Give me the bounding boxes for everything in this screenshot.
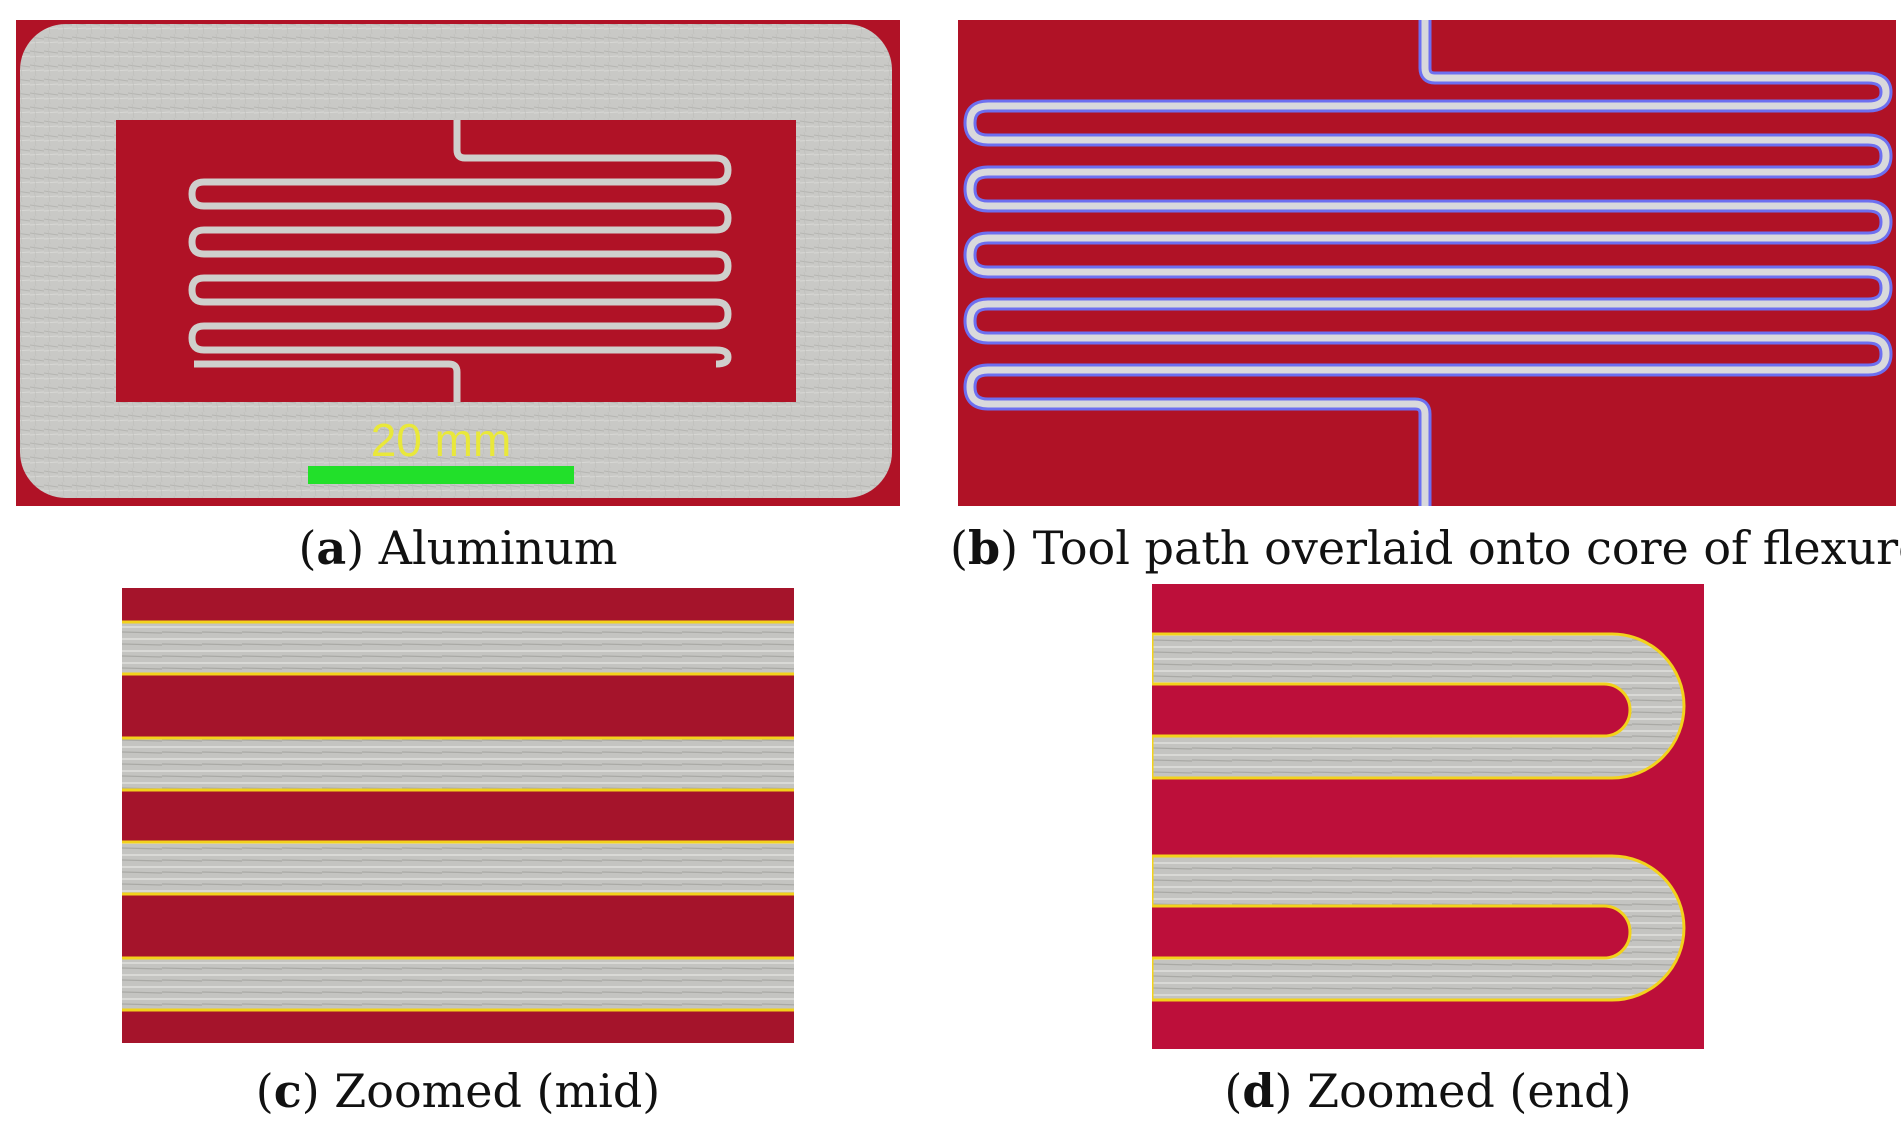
aluminum-flexure-image: 20 mm	[16, 20, 900, 506]
caption-d: (d) Zoomed (end)	[1224, 1064, 1632, 1118]
lower-u-bend	[1152, 854, 1686, 1002]
panel-c-zoomed-mid	[122, 588, 794, 1043]
flexure-beams	[122, 622, 794, 1010]
caption-c: (c) Zoomed (mid)	[255, 1064, 661, 1118]
panel-b-tool-path-overlay	[958, 20, 1896, 506]
tool-path-core	[966, 20, 1890, 506]
caption-d-text: Zoomed (end)	[1307, 1064, 1632, 1118]
zoomed-end-image	[1152, 584, 1704, 1049]
caption-a-text: Aluminum	[378, 521, 618, 575]
scale-bar-label: 20 mm	[371, 414, 512, 466]
caption-c-text: Zoomed (mid)	[334, 1064, 661, 1118]
caption-b-letter: b	[967, 521, 1001, 575]
upper-u-bend	[1152, 632, 1686, 780]
bottom-connector	[194, 360, 461, 402]
caption-a: (a) Aluminum	[298, 521, 618, 575]
caption-b-text: Tool path overlaid onto core of flexure	[1032, 521, 1901, 575]
caption-c-letter: c	[273, 1064, 302, 1118]
frame-window	[116, 120, 796, 402]
zoomed-mid-image	[122, 588, 794, 1043]
top-connector	[453, 120, 716, 162]
panel-d-zoomed-end	[1152, 584, 1704, 1049]
tool-path-image	[958, 20, 1896, 506]
caption-a-letter: a	[316, 521, 347, 575]
caption-b: (b) Tool path overlaid onto core of flex…	[950, 525, 1901, 571]
caption-d-letter: d	[1242, 1064, 1275, 1118]
serpentine-flexure	[188, 154, 732, 368]
panel-a-aluminum-photo: 20 mm	[16, 20, 900, 506]
scale-bar	[308, 466, 574, 484]
tool-path-edges	[122, 620, 794, 1012]
